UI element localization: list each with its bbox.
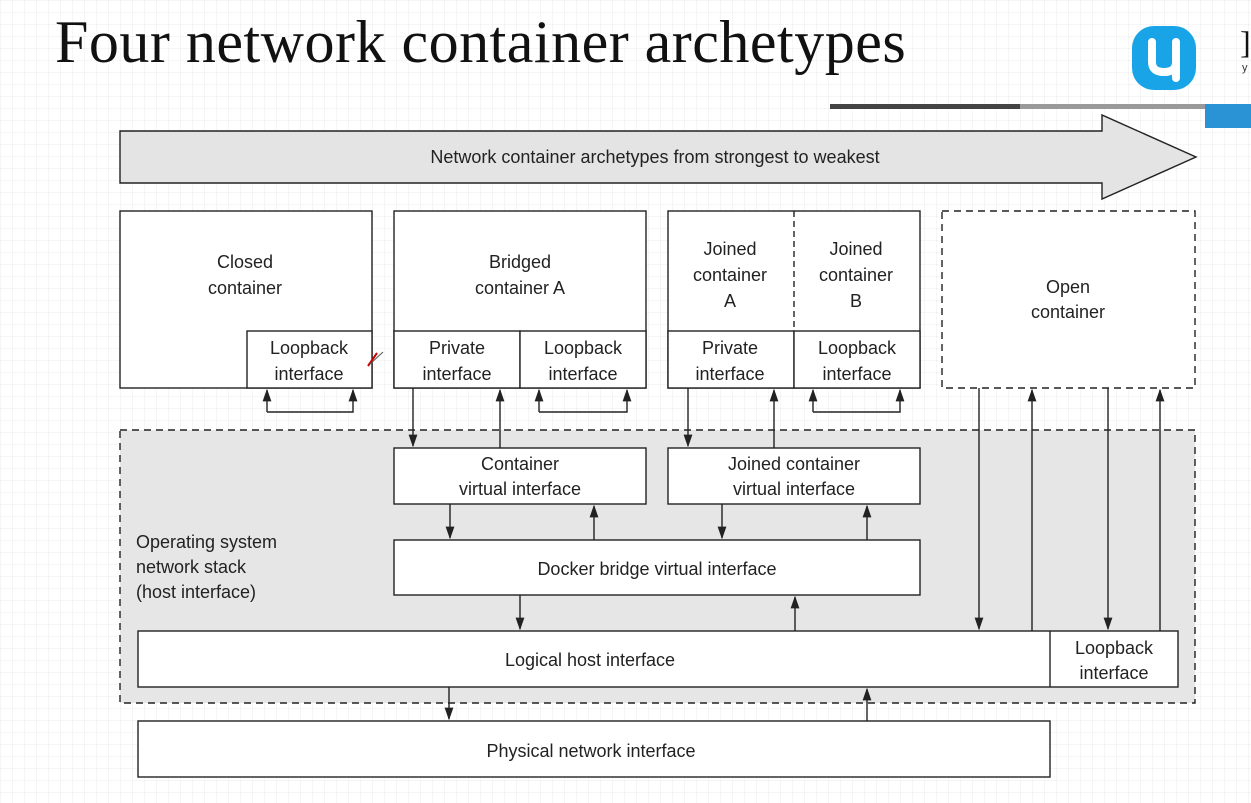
logical-host-label: Logical host interface bbox=[505, 650, 675, 670]
mouse-cursor-outline bbox=[369, 351, 384, 365]
joined-virtual-label-1: Joined container bbox=[728, 454, 860, 474]
title-rule-gray bbox=[1020, 104, 1205, 109]
os-stack-label-line1: Operating system bbox=[136, 532, 277, 552]
joined-loopback-label-1: Loopback bbox=[818, 338, 897, 358]
joined-b-label-3: B bbox=[850, 291, 862, 311]
host-loopback-label-1: Loopback bbox=[1075, 638, 1154, 658]
bridged-container-label-2: container A bbox=[475, 278, 565, 298]
open-container-label-2: container bbox=[1031, 302, 1105, 322]
os-stack-label-line3: (host interface) bbox=[136, 582, 256, 602]
joined-private-box bbox=[667, 330, 795, 389]
joined-a-label-3: A bbox=[724, 291, 736, 311]
closed-loopback-box bbox=[246, 330, 373, 389]
host-loopback-label-2: interface bbox=[1079, 663, 1148, 683]
strength-banner-arrow bbox=[119, 113, 1198, 201]
closed-loopback-arrow-right bbox=[267, 388, 358, 413]
joined-a-label-1: Joined bbox=[703, 239, 756, 259]
closed-container-label-2: container bbox=[208, 278, 282, 298]
title-rule-blue bbox=[1205, 104, 1251, 128]
container-virtual-label-1: Container bbox=[481, 454, 559, 474]
closed-loopback-label-2: interface bbox=[274, 364, 343, 384]
container-virtual-interface-box bbox=[393, 447, 647, 505]
container-virtual-label-2: virtual interface bbox=[459, 479, 581, 499]
open-container-label-1: Open bbox=[1046, 277, 1090, 297]
os-stack-label-line2: network stack bbox=[136, 557, 247, 577]
bridged-loopback-label-2: interface bbox=[548, 364, 617, 384]
bridged-loopback-arrow-right bbox=[539, 388, 632, 413]
joined-a-label-2: container bbox=[693, 265, 767, 285]
mouse-cursor-mark bbox=[367, 352, 378, 367]
joined-private-label-1: Private bbox=[702, 338, 758, 358]
bridged-loopback-label-1: Loopback bbox=[544, 338, 623, 358]
joined-b-label-1: Joined bbox=[829, 239, 882, 259]
closed-container-label-1: Closed bbox=[217, 252, 273, 272]
logo-partial-subtext: y bbox=[1242, 62, 1248, 74]
brand-logo-icon bbox=[1132, 26, 1196, 90]
bridged-loopback-box bbox=[519, 330, 647, 389]
title-rule-dark bbox=[830, 104, 1020, 109]
joined-virtual-label-2: virtual interface bbox=[733, 479, 855, 499]
joined-private-label-2: interface bbox=[695, 364, 764, 384]
physical-network-interface-box bbox=[137, 720, 1051, 778]
slide-title: Four network container archetypes bbox=[55, 9, 907, 75]
closed-loopback-label-1: Loopback bbox=[270, 338, 349, 358]
joined-loopback-arrow-right bbox=[813, 388, 905, 413]
joined-loopback-label-2: interface bbox=[822, 364, 891, 384]
docker-bridge-box bbox=[393, 539, 921, 596]
banner-label: Network container archetypes from strong… bbox=[430, 147, 879, 167]
logical-host-interface-box bbox=[137, 630, 1179, 688]
physical-network-label: Physical network interface bbox=[486, 741, 695, 761]
logo-partial-letter: ] bbox=[1240, 24, 1251, 60]
bridged-container-label-1: Bridged bbox=[489, 252, 551, 272]
bridged-private-label-1: Private bbox=[429, 338, 485, 358]
docker-bridge-label: Docker bridge virtual interface bbox=[537, 559, 776, 579]
bridged-private-box bbox=[393, 330, 521, 389]
joined-b-label-2: container bbox=[819, 265, 893, 285]
open-container-box bbox=[941, 210, 1196, 389]
bridged-private-label-2: interface bbox=[422, 364, 491, 384]
joined-virtual-interface-box bbox=[667, 447, 921, 505]
joined-loopback-box bbox=[793, 330, 921, 389]
